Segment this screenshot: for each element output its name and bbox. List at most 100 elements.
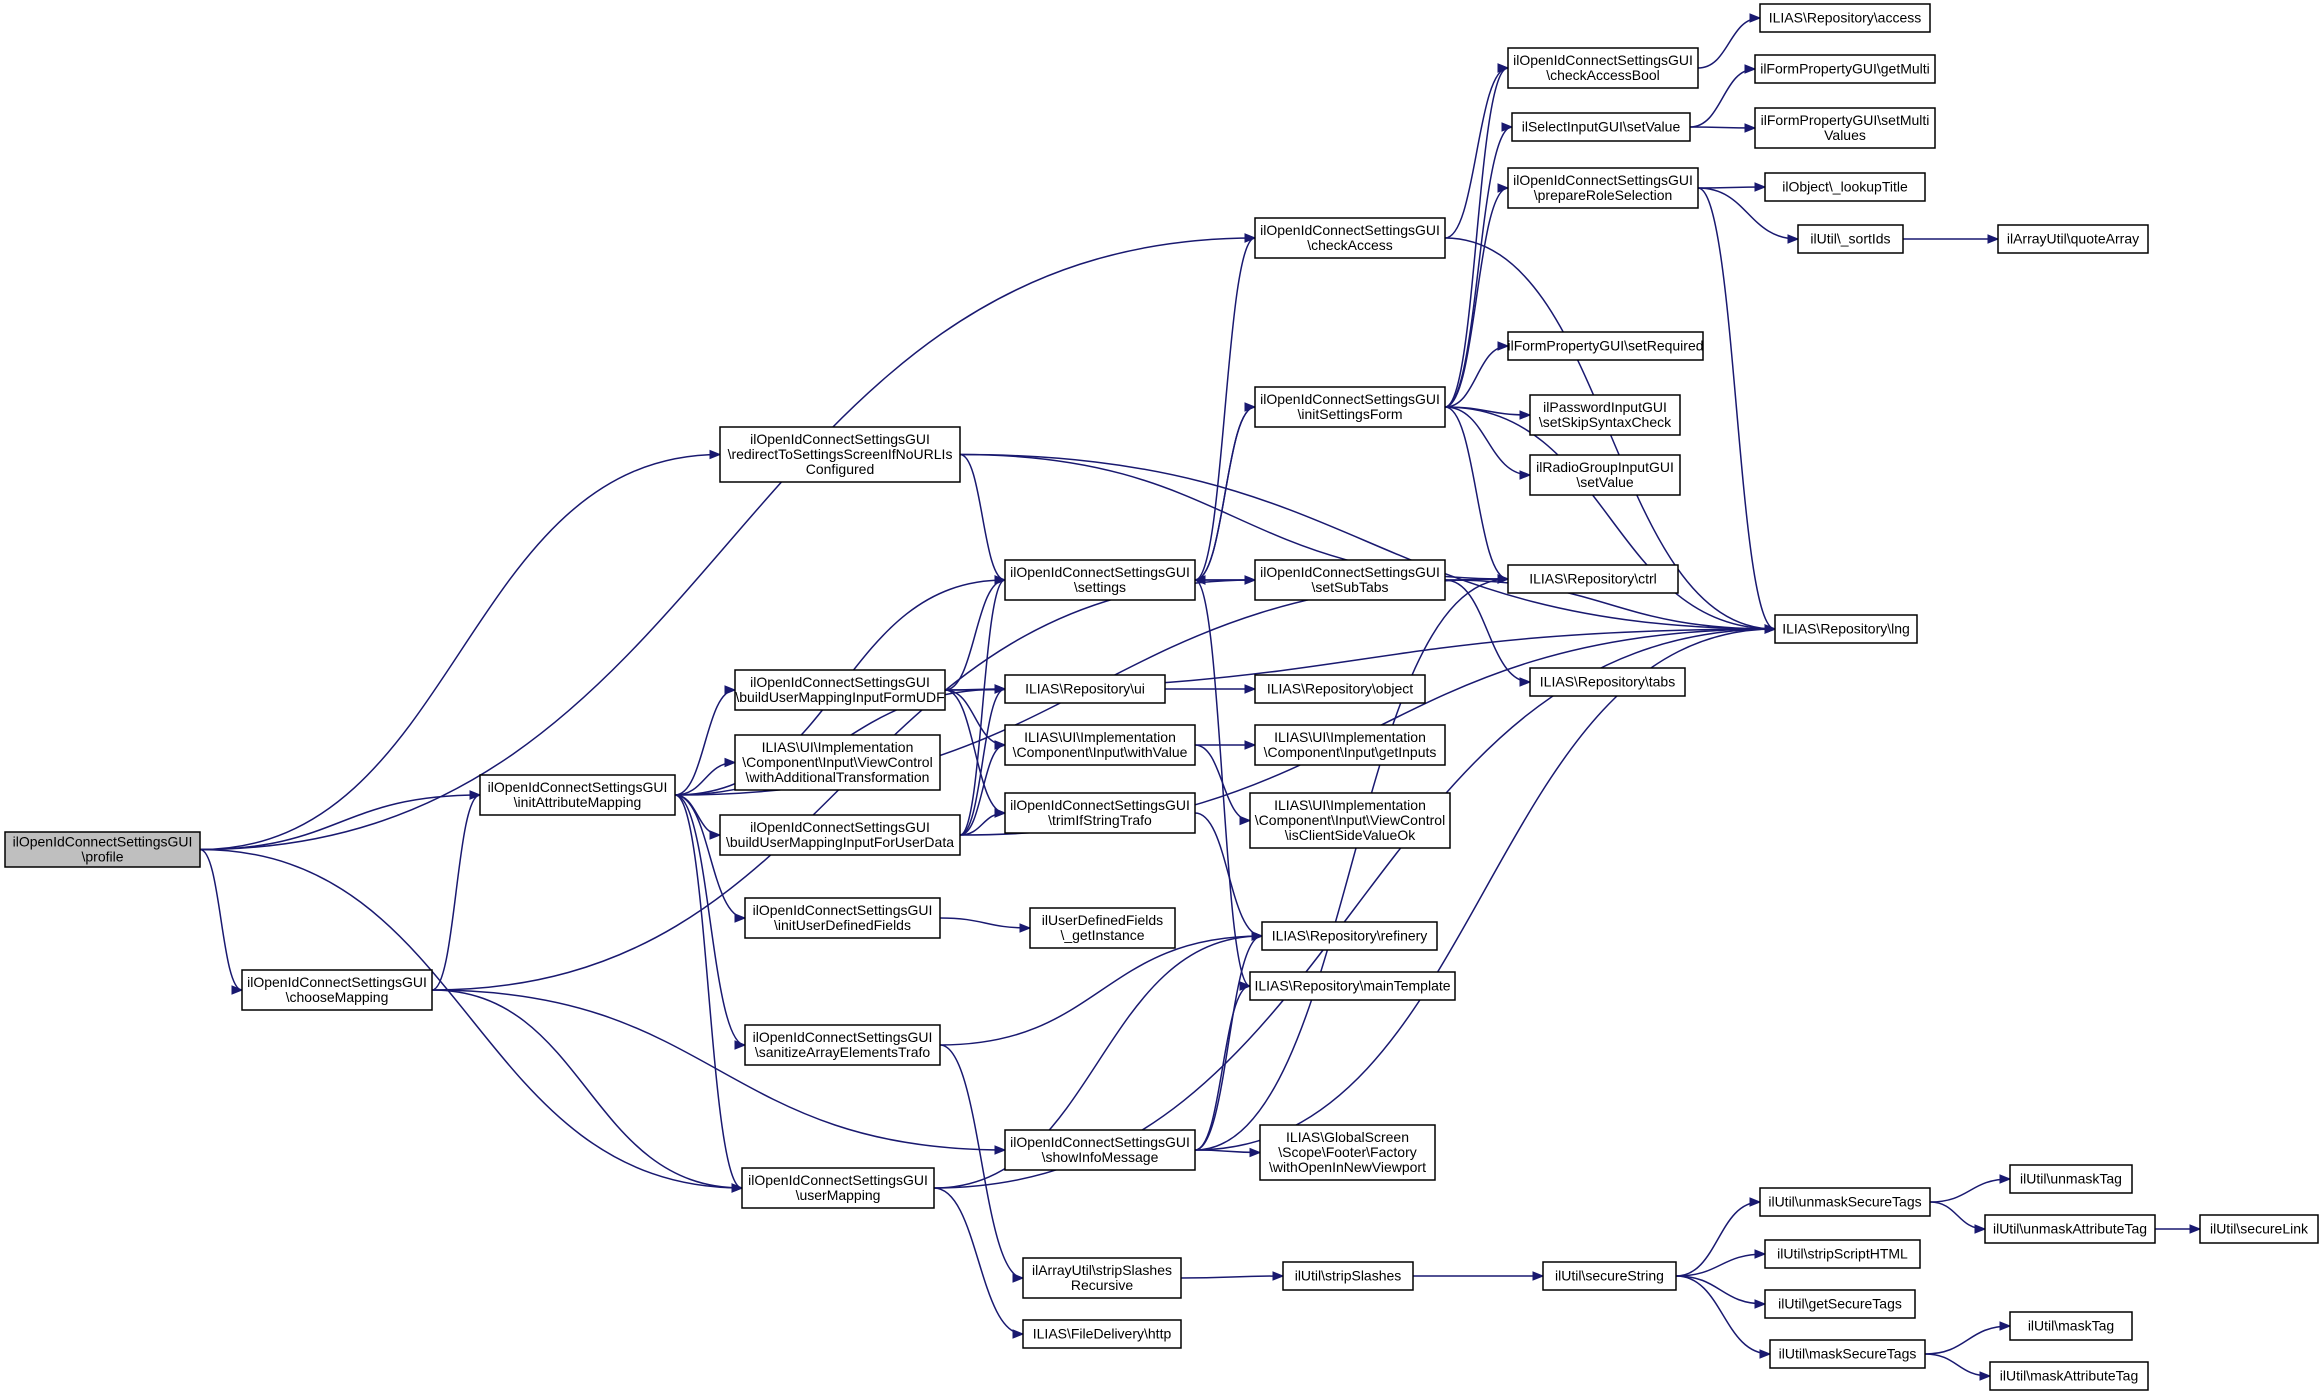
node-box-prepareRole[interactable]: [1507, 167, 1699, 209]
node-stripScript[interactable]: ilUtil\stripScriptHTML: [1764, 1239, 1921, 1269]
node-radioSetValue[interactable]: ilRadioGroupInputGUI\setValue: [1529, 454, 1681, 496]
node-box-http[interactable]: [1022, 1319, 1182, 1349]
node-box-stripScript[interactable]: [1764, 1239, 1921, 1269]
node-box-buildUDF[interactable]: [734, 669, 946, 711]
node-box-secureString[interactable]: [1542, 1261, 1677, 1291]
node-footer[interactable]: ILIAS\GlobalScreen\Scope\Footer\Factory\…: [1259, 1124, 1436, 1181]
node-box-checkAccess[interactable]: [1254, 217, 1446, 259]
node-buildUser[interactable]: ilOpenIdConnectSettingsGUI\buildUserMapp…: [719, 814, 961, 856]
node-box-trimIf[interactable]: [1004, 792, 1196, 834]
node-profile[interactable]: ilOpenIdConnectSettingsGUI\profile: [4, 831, 201, 868]
node-unmaskSecure[interactable]: ilUtil\unmaskSecureTags: [1759, 1187, 1931, 1217]
node-box-viewControl[interactable]: [734, 734, 941, 791]
node-box-lookupTitle[interactable]: [1764, 172, 1926, 202]
node-checkAccessBool[interactable]: ilOpenIdConnectSettingsGUI\checkAccessBo…: [1507, 47, 1699, 89]
node-udfInstance[interactable]: ilUserDefinedFields\_getInstance: [1029, 907, 1176, 949]
node-initSettingsForm[interactable]: ilOpenIdConnectSettingsGUI\initSettingsF…: [1254, 386, 1446, 428]
node-setRequired[interactable]: ilFormPropertyGUI\setRequired: [1507, 331, 1704, 361]
node-unmaskTag[interactable]: ilUtil\unmaskTag: [2009, 1164, 2133, 1194]
node-box-sortIds[interactable]: [1797, 224, 1904, 254]
node-box-stripSlashesRec[interactable]: [1022, 1257, 1182, 1299]
node-box-ctrl[interactable]: [1507, 564, 1679, 594]
node-box-getSecureTags[interactable]: [1764, 1289, 1916, 1319]
node-maskSecure[interactable]: ilUtil\maskSecureTags: [1769, 1339, 1926, 1369]
node-stripSlashes[interactable]: ilUtil\stripSlashes: [1282, 1261, 1414, 1291]
node-sanitize[interactable]: ilOpenIdConnectSettingsGUI\sanitizeArray…: [744, 1024, 941, 1066]
node-repoAccess[interactable]: ILIAS\Repository\access: [1759, 3, 1931, 33]
node-tabs[interactable]: ILIAS\Repository\tabs: [1529, 667, 1686, 697]
node-box-unmaskAttr[interactable]: [1984, 1214, 2156, 1244]
node-maskAttr[interactable]: ilUtil\maskAttributeTag: [1989, 1361, 2149, 1391]
node-box-udfInstance[interactable]: [1029, 907, 1176, 949]
node-redirect[interactable]: ilOpenIdConnectSettingsGUI\redirectToSet…: [719, 426, 961, 483]
node-box-footer[interactable]: [1259, 1124, 1436, 1181]
node-box-getInputs[interactable]: [1254, 724, 1446, 766]
node-object[interactable]: ILIAS\Repository\object: [1254, 674, 1426, 704]
node-quoteArray[interactable]: ilArrayUtil\quoteArray: [1997, 224, 2149, 254]
node-box-mainTemplate[interactable]: [1249, 971, 1456, 1001]
node-box-sanitize[interactable]: [744, 1024, 941, 1066]
node-box-initSettingsForm[interactable]: [1254, 386, 1446, 428]
node-box-initUDF[interactable]: [744, 897, 941, 939]
node-box-profile[interactable]: [4, 831, 201, 868]
node-unmaskAttr[interactable]: ilUtil\unmaskAttributeTag: [1984, 1214, 2156, 1244]
node-ui[interactable]: ILIAS\Repository\ui: [1004, 674, 1166, 704]
node-box-skipSyntax[interactable]: [1529, 394, 1681, 436]
node-box-buildUser[interactable]: [719, 814, 961, 856]
node-refinery[interactable]: ILIAS\Repository\refinery: [1261, 921, 1438, 951]
node-box-getMulti[interactable]: [1754, 54, 1936, 84]
node-box-setRequired[interactable]: [1507, 331, 1704, 361]
node-box-maskAttr[interactable]: [1989, 1361, 2149, 1391]
node-maskTag[interactable]: ilUtil\maskTag: [2009, 1311, 2133, 1341]
node-getInputs[interactable]: ILIAS\UI\Implementation\Component\Input\…: [1254, 724, 1446, 766]
node-box-setSubTabs[interactable]: [1254, 559, 1446, 601]
node-box-radioSetValue[interactable]: [1529, 454, 1681, 496]
node-http[interactable]: ILIAS\FileDelivery\http: [1022, 1319, 1182, 1349]
node-box-secureLink[interactable]: [2199, 1214, 2319, 1244]
node-trimIf[interactable]: ilOpenIdConnectSettingsGUI\trimIfStringT…: [1004, 792, 1196, 834]
node-box-maskSecure[interactable]: [1769, 1339, 1926, 1369]
node-box-selSetValue[interactable]: [1511, 112, 1691, 142]
node-checkAccess[interactable]: ilOpenIdConnectSettingsGUI\checkAccess: [1254, 217, 1446, 259]
node-box-redirect[interactable]: [719, 426, 961, 483]
node-box-lng[interactable]: [1774, 614, 1918, 644]
node-withValue[interactable]: ILIAS\UI\Implementation\Component\Input\…: [1004, 724, 1196, 766]
node-setSubTabs[interactable]: ilOpenIdConnectSettingsGUI\setSubTabs: [1254, 559, 1446, 601]
node-box-checkAccessBool[interactable]: [1507, 47, 1699, 89]
node-skipSyntax[interactable]: ilPasswordInputGUI\setSkipSyntaxCheck: [1529, 394, 1681, 436]
node-box-unmaskTag[interactable]: [2009, 1164, 2133, 1194]
node-getSecureTags[interactable]: ilUtil\getSecureTags: [1764, 1289, 1916, 1319]
node-box-showInfo[interactable]: [1004, 1129, 1196, 1171]
node-selSetValue[interactable]: ilSelectInputGUI\setValue: [1511, 112, 1691, 142]
node-box-quoteArray[interactable]: [1997, 224, 2149, 254]
node-initUDF[interactable]: ilOpenIdConnectSettingsGUI\initUserDefin…: [744, 897, 941, 939]
node-prepareRole[interactable]: ilOpenIdConnectSettingsGUI\prepareRoleSe…: [1507, 167, 1699, 209]
node-box-initAttr[interactable]: [479, 774, 676, 816]
node-box-refinery[interactable]: [1261, 921, 1438, 951]
node-box-withValue[interactable]: [1004, 724, 1196, 766]
node-settings[interactable]: ilOpenIdConnectSettingsGUI\settings: [1004, 559, 1196, 601]
node-box-tabs[interactable]: [1529, 667, 1686, 697]
node-box-object[interactable]: [1254, 674, 1426, 704]
node-chooseMapping[interactable]: ilOpenIdConnectSettingsGUI\chooseMapping: [241, 969, 433, 1011]
node-secureLink[interactable]: ilUtil\secureLink: [2199, 1214, 2319, 1244]
node-userMapping[interactable]: ilOpenIdConnectSettingsGUI\userMapping: [741, 1167, 935, 1209]
node-box-chooseMapping[interactable]: [241, 969, 433, 1011]
node-box-unmaskSecure[interactable]: [1759, 1187, 1931, 1217]
node-lng[interactable]: ILIAS\Repository\lng: [1774, 614, 1918, 644]
node-box-clientSide[interactable]: [1249, 792, 1451, 849]
node-box-stripSlashes[interactable]: [1282, 1261, 1414, 1291]
node-box-maskTag[interactable]: [2009, 1311, 2133, 1341]
node-mainTemplate[interactable]: ILIAS\Repository\mainTemplate: [1249, 971, 1456, 1001]
node-box-settings[interactable]: [1004, 559, 1196, 601]
node-getMulti[interactable]: ilFormPropertyGUI\getMulti: [1754, 54, 1936, 84]
node-showInfo[interactable]: ilOpenIdConnectSettingsGUI\showInfoMessa…: [1004, 1129, 1196, 1171]
node-clientSide[interactable]: ILIAS\UI\Implementation\Component\Input\…: [1249, 792, 1451, 849]
node-sortIds[interactable]: ilUtil\_sortIds: [1797, 224, 1904, 254]
node-viewControl[interactable]: ILIAS\UI\Implementation\Component\Input\…: [734, 734, 941, 791]
node-box-setMultiValues[interactable]: [1754, 107, 1936, 149]
node-box-userMapping[interactable]: [741, 1167, 935, 1209]
node-initAttr[interactable]: ilOpenIdConnectSettingsGUI\initAttribute…: [479, 774, 676, 816]
